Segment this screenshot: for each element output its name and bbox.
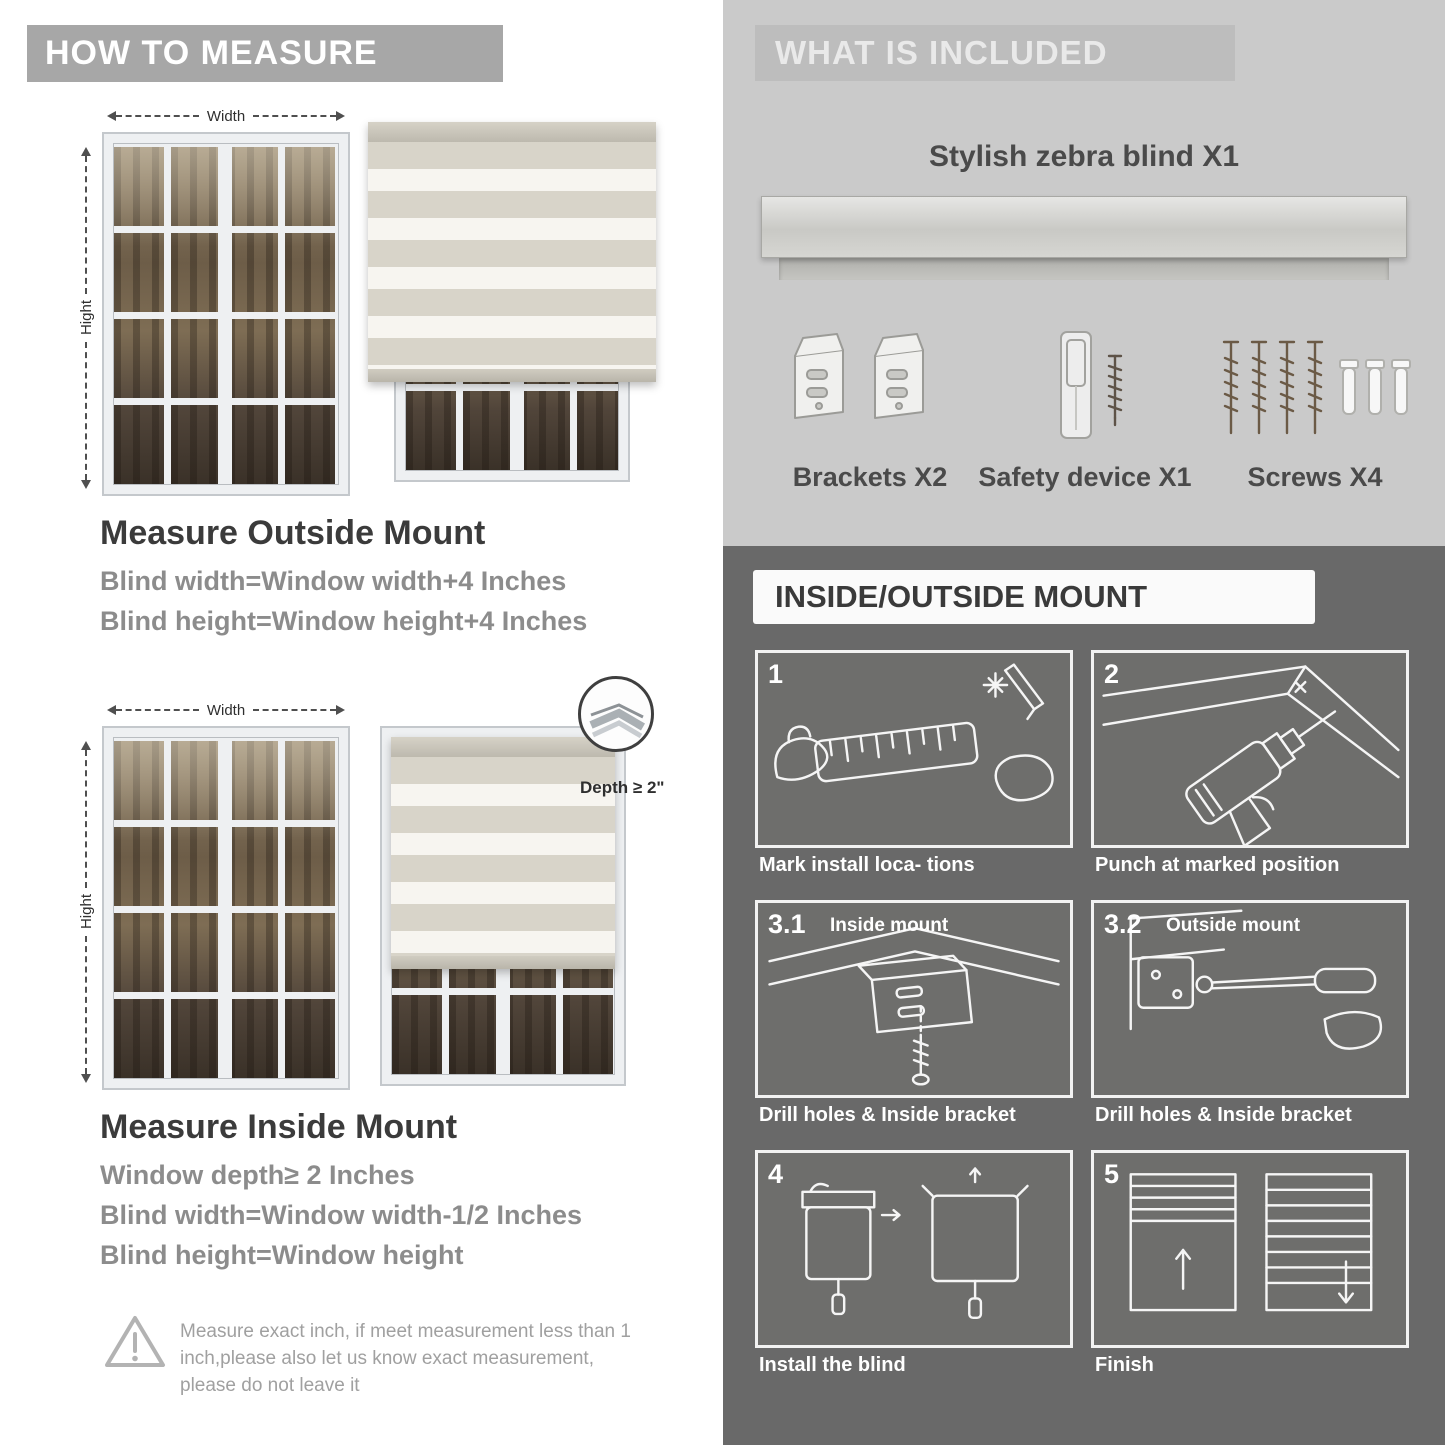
step2-drill-illustration	[1102, 665, 1400, 845]
what-is-included-section: WHAT IS INCLUDED Stylish zebra blind X1	[723, 0, 1445, 546]
step-panel-2: 2	[1091, 650, 1409, 848]
step-number: 5	[1104, 1159, 1120, 1189]
height-arrow: Hight	[77, 736, 95, 1088]
bracket-icon	[874, 333, 924, 419]
blind-cassette	[391, 737, 615, 757]
height-label: Hight	[77, 300, 95, 336]
inside-rule-depth: Window depth≥ 2 Inches	[100, 1160, 415, 1190]
arrow-right-icon	[336, 111, 350, 121]
product-label: Stylish zebra blind X1	[928, 140, 1240, 173]
arrow-right-icon	[336, 705, 350, 715]
width-arrow: Width	[102, 701, 350, 719]
blind-stripes	[391, 757, 615, 956]
brackets-label: Brackets X2	[792, 462, 948, 492]
step-panel-5: 5	[1091, 1150, 1409, 1348]
safety-device-label: Safety device X1	[978, 462, 1192, 492]
step-panel-3-2: 3.2 Outside mount	[1091, 900, 1409, 1098]
step3-2-caption: Drill holes & Inside bracket	[1095, 1104, 1352, 1126]
blind-stripes	[368, 142, 656, 369]
inside-rule-height: Blind height=Window height	[100, 1240, 464, 1270]
height-arrow: Hight	[77, 142, 95, 494]
inside-rule-width: Blind width=Window width-1/2 Inches	[100, 1200, 583, 1230]
outside-rule-height: Blind height=Window height+4 Inches	[100, 606, 588, 636]
step-panel-1: 1	[755, 650, 1073, 848]
screws-label: Screws X4	[1247, 462, 1383, 492]
inside-mount-title: Measure Inside Mount	[100, 1108, 458, 1146]
blind-headrail-illustration	[761, 196, 1407, 258]
outside-rule-width: Blind width=Window width+4 Inches	[100, 566, 567, 596]
step4-caption: Install the blind	[759, 1354, 906, 1376]
step1-mark-illustration	[774, 663, 1054, 802]
outside-mount-title: Measure Outside Mount	[100, 514, 486, 552]
safety-device-icon	[1060, 331, 1123, 439]
window-panes	[113, 737, 339, 1079]
corner-detail-icon	[589, 703, 646, 739]
blind-outside-illustration	[368, 122, 656, 494]
width-label: Width	[206, 107, 246, 125]
step-number: 1	[768, 659, 784, 689]
warning-triangle-icon	[105, 1316, 165, 1367]
screws-icon	[1222, 340, 1411, 435]
what-is-included-banner: WHAT IS INCLUDED	[755, 25, 1235, 81]
inside-mount-diagram: Width Hight	[77, 676, 680, 1104]
mount-instructions-section: INSIDE/OUTSIDE MOUNT	[723, 546, 1445, 1445]
blind-bottom-rail	[391, 956, 615, 969]
blind-inside-illustration	[380, 726, 626, 1086]
depth-callout-label: Depth ≥ 2"	[580, 778, 665, 797]
step5-finish-illustration	[1129, 1173, 1373, 1312]
step3-1-caption: Drill holes & Inside bracket	[759, 1104, 1016, 1126]
step2-caption: Punch at marked position	[1095, 854, 1340, 876]
blind-bottom-rail	[368, 369, 656, 382]
step1-caption: Mark install loca- tions	[759, 854, 975, 876]
outside-mount-diagram: Width Hight	[77, 100, 660, 500]
step-number: 3.1	[768, 909, 806, 939]
arrow-up-icon	[81, 736, 91, 750]
arrow-down-icon	[81, 1074, 91, 1088]
step-panel-4: 4	[755, 1150, 1073, 1348]
step-sub-label: Inside mount	[830, 915, 949, 936]
how-to-measure-banner: HOW TO MEASURE	[27, 25, 503, 82]
arrow-left-icon	[102, 111, 116, 121]
bracket-icon	[794, 333, 844, 419]
brackets-illustration	[785, 330, 935, 425]
depth-magnifier	[578, 676, 654, 752]
blind-headrail-underside	[779, 258, 1389, 280]
zebra-blind	[391, 737, 615, 969]
window-photo	[102, 726, 350, 1090]
window-photo	[102, 132, 350, 496]
step3-2-outside-bracket-illustration	[1129, 909, 1383, 1050]
measure-warning-text: Measure exact inch, if meet measurement …	[180, 1321, 631, 1396]
width-label: Width	[206, 701, 246, 719]
arrow-left-icon	[102, 705, 116, 715]
step-number: 4	[768, 1159, 784, 1189]
step-number: 3.2	[1104, 909, 1142, 939]
zebra-blind	[368, 122, 656, 382]
arrow-up-icon	[81, 142, 91, 156]
step-panel-3-1: 3.1 Inside mount	[755, 900, 1073, 1098]
width-arrow: Width	[102, 107, 350, 125]
step-number: 2	[1104, 659, 1120, 689]
height-label: Hight	[77, 894, 95, 930]
step-sub-label: Outside mount	[1166, 915, 1301, 936]
step3-1-inside-bracket-illustration	[768, 927, 1060, 1086]
step5-caption: Finish	[1095, 1354, 1154, 1376]
step4-install-illustration	[801, 1167, 1029, 1320]
window-panes	[113, 143, 339, 485]
blind-cassette	[368, 122, 656, 142]
mount-section-banner: INSIDE/OUTSIDE MOUNT	[753, 570, 1315, 624]
arrow-down-icon	[81, 480, 91, 494]
